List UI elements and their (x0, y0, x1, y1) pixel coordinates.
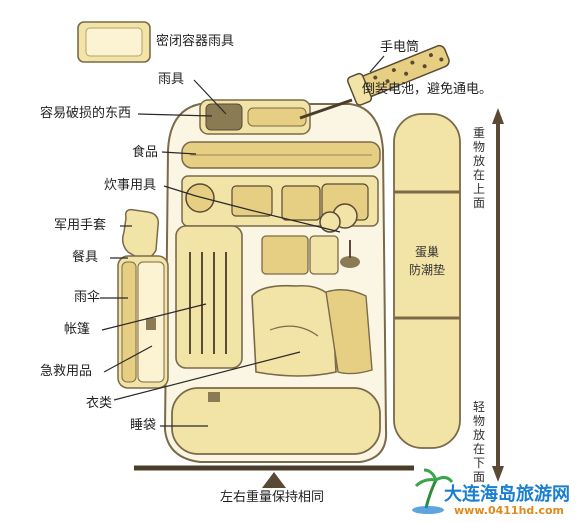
flashlight-illustration (346, 44, 450, 106)
label-tent: 帐篷 (64, 322, 91, 337)
top-compartment (199, 98, 353, 135)
label-heavy-top: 重物放在上面 (472, 126, 485, 210)
leader-lines (100, 55, 385, 427)
label-rain-gear: 雨具 (158, 72, 185, 87)
tent-roll (175, 225, 243, 369)
label-clothes: 衣类 (86, 396, 113, 411)
watermark-url: www.0411hd.com (454, 504, 564, 517)
label-flashlight: 手电筒 (380, 40, 420, 55)
sleeping-mat (393, 113, 461, 449)
label-first-aid: 急救用品 (40, 364, 93, 379)
label-mat-line1: 蛋巢 (414, 245, 439, 259)
label-flashlight-note: 倒装电池，避免通电。 (362, 82, 493, 97)
label-mat-line2: 防潮垫 (408, 263, 445, 277)
label-food: 食品 (132, 145, 159, 160)
balance-scale (134, 465, 414, 488)
watermark-palm-icon (412, 468, 454, 514)
watermark: 大连海岛旅游网 www.0411hd.com (410, 478, 576, 522)
label-sleeping-bag: 睡袋 (130, 418, 157, 433)
label-light-bottom: 轻物放在下面 (472, 400, 485, 484)
label-tableware: 餐具 (72, 250, 99, 265)
cooking-gear (181, 175, 379, 233)
label-cooking: 炊事用具 (104, 178, 157, 193)
label-fragile: 容易破损的东西 (40, 106, 132, 121)
side-pocket (117, 255, 169, 389)
sealed-container-illustration (77, 21, 151, 63)
label-gloves: 军用手套 (54, 218, 107, 233)
label-balance: 左右重量保持相同 (220, 490, 325, 505)
label-sealed-container: 密闭容器雨具 (156, 34, 235, 49)
gloves (121, 208, 160, 260)
watermark-title: 大连海岛旅游网 (444, 484, 570, 505)
clothes (251, 284, 373, 377)
mess-tins (261, 235, 360, 275)
sleeping-bag (171, 387, 381, 455)
label-umbrella: 雨伞 (74, 290, 101, 305)
weight-arrow (492, 108, 504, 482)
